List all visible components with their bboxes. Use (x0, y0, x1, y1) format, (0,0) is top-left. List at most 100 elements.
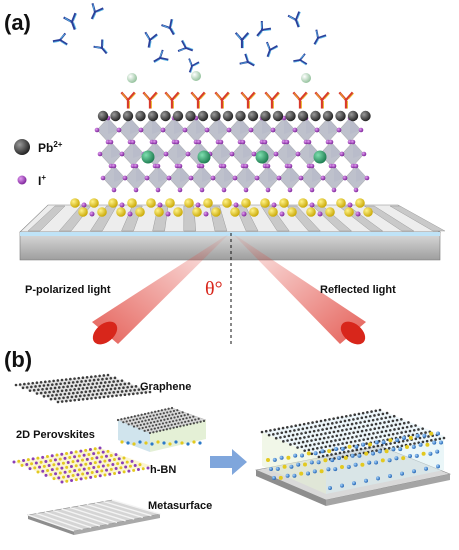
stack-top-atom (184, 420, 187, 423)
stack-top-atom (148, 431, 152, 435)
stack-top-atom (158, 423, 161, 426)
stack-top-atom (190, 419, 194, 422)
stack-top-atom (202, 419, 206, 423)
device-layer-atom (275, 466, 280, 471)
stack-top-atom (136, 424, 139, 427)
device-front-atom (328, 486, 332, 490)
device-layer-atom (353, 462, 358, 467)
device-graphene-atom (304, 431, 308, 435)
graphene-sheet-atom (84, 379, 88, 383)
device-graphene-atom (332, 417, 335, 420)
graphene-atom (347, 110, 359, 122)
hbn-atom (46, 468, 50, 472)
graphene-sheet-atom (103, 381, 107, 384)
receptor-antibody-icon (264, 91, 280, 109)
device-graphene-atom (321, 454, 325, 458)
device-graphene-atom (376, 418, 379, 421)
hbn-atom (77, 468, 81, 472)
graphene-sheet-atom (119, 393, 123, 397)
device-layer-atom (323, 458, 328, 463)
graphene-atom (135, 110, 146, 122)
stack-top-atom (144, 419, 147, 422)
device-layer-atom (374, 460, 378, 465)
receptor-antibody-icon (292, 91, 308, 109)
hbn-atom (124, 465, 128, 469)
device-layer-atom (421, 451, 426, 456)
device-graphene-atom (338, 438, 341, 441)
device-graphene-atom (398, 435, 402, 439)
device-graphene-atom (328, 418, 331, 421)
hbn-label: h-BN (150, 464, 176, 476)
hbn-atom (63, 470, 67, 474)
device-graphene-atom (380, 430, 384, 434)
device-graphene-atom (395, 418, 399, 422)
stack-top-atom (133, 415, 136, 418)
stack-top-atom (185, 417, 188, 420)
free-antibody-icon (144, 31, 158, 48)
device-layer-atom (408, 435, 413, 440)
device-graphene-atom (400, 431, 403, 434)
graphene-sheet-atom (99, 392, 103, 396)
stack-top-atom (168, 414, 171, 417)
device-graphene-atom (267, 433, 271, 437)
device-side (262, 432, 326, 494)
device-graphene-atom (396, 432, 399, 435)
device-graphene-atom (343, 419, 347, 423)
device-graphene-atom (373, 427, 377, 431)
hbn-atom (79, 463, 83, 467)
device-layer-atom (340, 465, 344, 469)
gold-nanoparticle (222, 198, 232, 208)
device-graphene-atom (359, 434, 363, 438)
stack-top-atom (132, 418, 135, 422)
stack-top-atom (196, 421, 199, 424)
device-graphene-atom (371, 418, 375, 422)
graphene-sheet-atom (69, 388, 72, 392)
device-graphene-atom (345, 428, 348, 431)
stack-top-atom (137, 420, 140, 424)
free-antibody-icon (161, 18, 176, 36)
graphene-sheet-atom (31, 381, 35, 385)
device-graphene-atom (338, 425, 341, 428)
stack-top-atom (192, 415, 195, 418)
stack-top-atom (127, 416, 130, 419)
hbn-atom (74, 464, 78, 468)
device-graphene-atom (286, 439, 289, 442)
device-graphene-atom (420, 432, 423, 435)
device-graphene-atom (310, 452, 314, 456)
device-graphene-atom (304, 444, 308, 448)
device-graphene-atom (376, 431, 379, 434)
hbn-atom (136, 468, 140, 472)
hbn-atom (90, 470, 94, 474)
device-graphene-atom (372, 445, 375, 448)
graphene-sheet-atom (97, 389, 100, 392)
hbn-atom (146, 466, 150, 470)
device-graphene-atom (359, 447, 363, 451)
graphene-sheet-atom (124, 389, 128, 393)
device-graphene-atom (412, 428, 416, 432)
stack-top-atom (186, 413, 190, 416)
graphene-top-layer (97, 110, 371, 122)
device-graphene-atom (408, 442, 412, 446)
graphene-sheet-atom (55, 393, 58, 397)
device-graphene-atom (332, 443, 336, 447)
device-graphene-atom (283, 435, 286, 438)
graphene-sheet-atom (60, 378, 64, 382)
device-graphene-atom (351, 436, 354, 439)
graphene-sheet-atom (38, 384, 42, 388)
device-graphene-atom (364, 415, 368, 419)
hbn-atom (85, 457, 89, 461)
iodide-atom (347, 202, 353, 208)
device-graphene-atom (385, 443, 388, 446)
graphene-sheet-atom (77, 398, 81, 402)
stack-top-atom (157, 426, 160, 429)
stack-top-atom (152, 414, 155, 417)
perovskite-octahedron (339, 139, 367, 169)
stack-top-atom (141, 420, 144, 423)
stack-top-atom (123, 417, 126, 420)
device-graphene-atom (332, 430, 336, 434)
device-front-atom (340, 483, 344, 488)
stack-top-atom (156, 420, 159, 423)
hbn-atom (34, 461, 38, 465)
legend-lead: Pb2+ (14, 139, 63, 155)
graphene-sheet-atom (94, 375, 97, 378)
